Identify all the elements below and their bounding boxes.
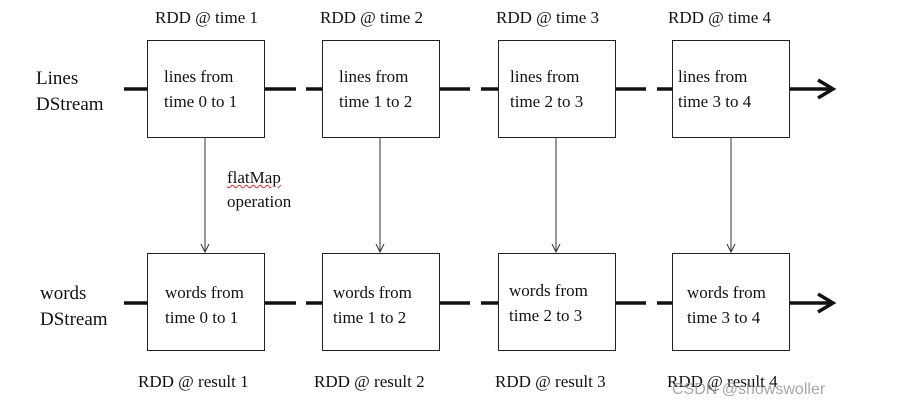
words-dstream-label-line1: words (40, 283, 87, 304)
operation-label: operation (227, 192, 292, 211)
lines-dstream-label-line2: DStream (36, 94, 104, 115)
words-dstream-label: words DStream (40, 281, 108, 333)
flatmap-arrows (205, 138, 731, 252)
lines-dstream-label: Lines DStream (36, 66, 104, 118)
rdd-result-label-4: RDD @ result 4 (667, 372, 778, 391)
words-timeline (124, 292, 837, 314)
lines-timeline (124, 78, 837, 100)
rdd-time-label-4: RDD @ time 4 (668, 8, 772, 27)
flatmap-label: flatMap (227, 168, 281, 187)
rdd-time-label-3: RDD @ time 3 (496, 8, 600, 27)
flatmap-operation-label: flatMap operation (227, 166, 291, 214)
csdn-watermark: CSDN @showswoller (672, 381, 826, 398)
rdd-result-label-1: RDD @ result 1 (138, 372, 249, 391)
lines-dstream-label-line1: Lines (36, 68, 79, 89)
lines-timeline-arrowhead (817, 78, 837, 100)
words-dstream-label-line2: DStream (40, 309, 108, 330)
rdd-time-label-2: RDD @ time 2 (320, 8, 424, 27)
rdd-result-label-2: RDD @ result 2 (314, 372, 425, 391)
rdd-time-label-1: RDD @ time 1 (155, 8, 259, 27)
rdd-result-label-3: RDD @ result 3 (495, 372, 606, 391)
words-timeline-arrowhead (817, 292, 837, 314)
